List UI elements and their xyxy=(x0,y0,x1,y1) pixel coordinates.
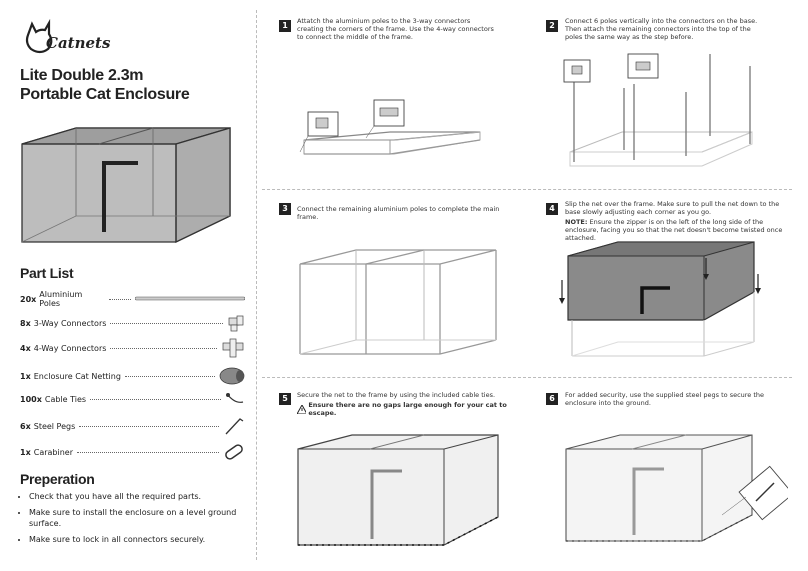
step-number: 4 xyxy=(546,203,558,215)
part-list-heading: Part List xyxy=(20,265,74,281)
brand-name: Catnets xyxy=(46,34,111,52)
step-5-text: Secure the net to the frame by using the… xyxy=(297,391,507,417)
netting-bag-icon xyxy=(219,367,245,385)
step-5-illustration xyxy=(297,434,499,546)
step-number: 1 xyxy=(279,20,291,32)
step-2-illustration xyxy=(563,53,753,167)
step-1-illustration xyxy=(299,99,481,155)
preparation-list: Check that you have all the required par… xyxy=(20,491,259,550)
preparation-item: Make sure to install the enclosure on a … xyxy=(29,507,259,529)
cable-tie-icon xyxy=(226,393,244,403)
warning-icon xyxy=(297,404,307,414)
preparation-item: Make sure to lock in all connectors secu… xyxy=(29,534,259,545)
step-number: 3 xyxy=(279,203,291,215)
four-way-connector-icon xyxy=(222,338,244,358)
step-6-text: For added security, use the supplied ste… xyxy=(565,391,765,407)
steel-peg-icon xyxy=(225,418,244,435)
step-number: 6 xyxy=(546,393,558,405)
cat-logo-icon xyxy=(25,18,53,54)
title-line-2: Portable Cat Enclosure xyxy=(20,86,190,103)
step-1-text: Attatch the aluminium poles to the 3-way… xyxy=(297,17,494,41)
step-number: 5 xyxy=(279,393,291,405)
preparation-item: Check that you have all the required par… xyxy=(29,491,259,502)
step-4-illustration xyxy=(559,241,761,357)
step-3-illustration xyxy=(299,249,497,355)
step-2-text: Connect 6 poles vertically into the conn… xyxy=(565,17,758,41)
enclosure-illustration xyxy=(21,127,231,244)
title-line-1: Lite Double 2.3m xyxy=(20,67,144,84)
carabiner-icon xyxy=(225,444,243,460)
step-number: 2 xyxy=(546,20,558,32)
preparation-heading: Preperation xyxy=(20,471,95,487)
down-arrow-icon xyxy=(755,274,761,294)
product-title: Lite Double 2.3m Portable Cat Enclosure xyxy=(20,66,190,104)
down-arrow-icon xyxy=(703,258,709,280)
row-divider xyxy=(262,189,792,190)
row-divider xyxy=(262,377,792,378)
three-way-connector-icon xyxy=(228,315,244,332)
pole-icon xyxy=(135,296,245,301)
brand-logo: Catnets xyxy=(18,18,111,58)
step-6-illustration xyxy=(565,434,788,542)
step-4-text: Slip the net over the frame. Make sure t… xyxy=(565,200,783,242)
down-arrow-icon xyxy=(559,280,565,304)
step-3-text: Connect the remaining aluminium poles to… xyxy=(297,205,500,221)
column-divider xyxy=(256,10,257,560)
